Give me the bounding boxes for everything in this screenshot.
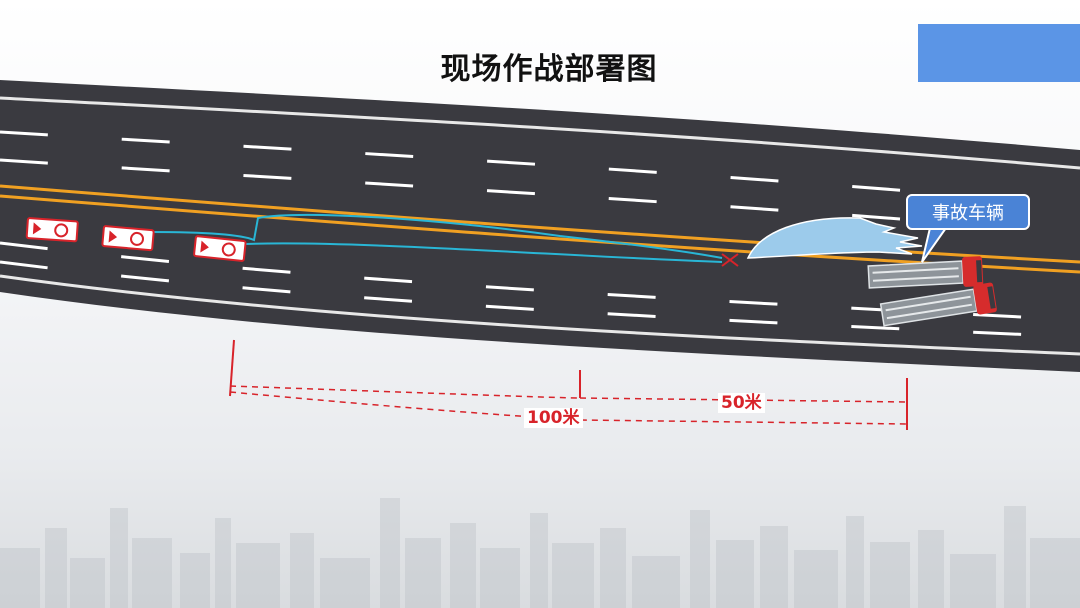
marker-100m-start (229, 339, 235, 397)
city-skyline-background (0, 498, 1080, 608)
water-spray (746, 217, 923, 259)
page-title: 现场作战部署图 (440, 52, 658, 87)
accident-truck-1[interactable] (867, 256, 984, 292)
road-surface (0, 80, 1080, 372)
distance-label-100m: 100米 (524, 408, 583, 428)
deployment-route-line-lower (245, 242, 723, 263)
fire-engine-2[interactable] (101, 225, 155, 252)
distance-label-50m: 50米 (718, 393, 765, 413)
accident-truck-2[interactable] (879, 282, 997, 329)
nozzle-marker (721, 253, 739, 267)
fire-engine-3[interactable] (193, 235, 247, 262)
fire-engine-1[interactable] (25, 217, 79, 243)
corner-accent-box (918, 24, 1080, 82)
dash-100m-upper (229, 385, 581, 399)
road-edge-bottom (0, 274, 1080, 356)
accident-vehicle-callout: 事故车辆 (906, 194, 1030, 230)
road-edge-top (0, 96, 1080, 170)
deployment-route-line (149, 213, 723, 259)
